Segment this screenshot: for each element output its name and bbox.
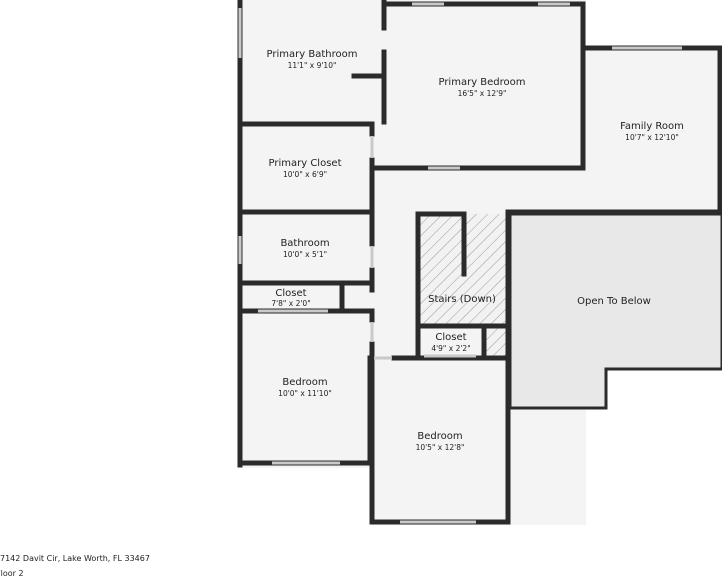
floor-label: Floor 2 (0, 569, 24, 578)
family-room-dim: 10'7" x 12'10" (625, 133, 679, 142)
bedroom-2-dim: 10'5" x 12'8" (416, 443, 465, 452)
bedroom-1-dim: 10'0" x 11'10" (278, 389, 332, 398)
stairs-label: Stairs (Down) (428, 294, 496, 305)
primary-bedroom-label: Primary Bedroom (438, 77, 525, 88)
walls (237, 0, 722, 525)
bathroom-dim: 10'0" x 5'1" (283, 250, 327, 259)
windows (238, 2, 682, 524)
open-to-below-label: Open To Below (577, 296, 651, 307)
primary-closet-dim: 10'0" x 6'9" (283, 170, 327, 179)
closet-1-dim: 7'8" x 2'0" (271, 299, 310, 308)
closet-1-label: Closet (275, 288, 306, 299)
primary-bathroom-label: Primary Bathroom (267, 49, 358, 60)
closet-2-label: Closet (435, 332, 466, 343)
primary-bathroom-dim: 11'1" x 9'10" (288, 61, 337, 70)
closet-2-dim: 4'9" x 2'2" (431, 344, 470, 353)
bedroom-1-label: Bedroom (282, 377, 327, 388)
bedroom-2-label: Bedroom (417, 431, 462, 442)
primary-closet-label: Primary Closet (269, 158, 342, 169)
closet-hatch (486, 328, 506, 356)
open-to-below-area (508, 212, 722, 410)
bathroom-label: Bathroom (280, 238, 329, 249)
property-address: 7142 Davit Cir, Lake Worth, FL 33467 (0, 554, 150, 563)
family-room-label: Family Room (620, 121, 684, 132)
room-labels: Primary Bathroom 11'1" x 9'10" Primary B… (267, 49, 684, 452)
primary-bedroom-dim: 16'5" x 12'9" (458, 89, 507, 98)
